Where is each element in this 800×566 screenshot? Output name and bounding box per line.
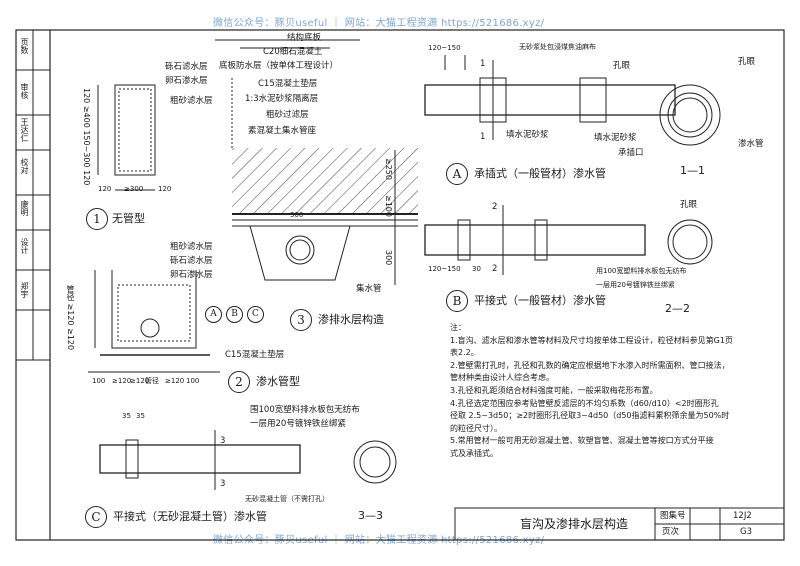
fig1-dim-right: 120 <box>158 185 172 193</box>
fig2-number-circle: 2 <box>228 371 250 393</box>
fig3-dim-4: 300 <box>290 211 304 219</box>
note-line: 5.常用管材一般可用无砂混凝土管、软塑盲管、混凝土管等按口方式分平接 <box>450 436 714 446</box>
figB-label-hole: 孔眼 <box>680 200 698 210</box>
fig2-dim-2: ≥120 <box>112 377 132 385</box>
fig2-ref-a: A <box>205 306 222 323</box>
figA-letter-circle: A <box>446 163 468 185</box>
fig3-label-collector-pipe: 集水管 <box>356 284 382 294</box>
fig1-dims-vertical: 120 ≥400 150~300 120 <box>82 88 91 186</box>
side-label-design: 设计 <box>20 238 29 254</box>
fig2-dim-4: 管径 <box>145 377 159 385</box>
side-label-checker-name: 康明 <box>20 200 29 216</box>
figC-dim-2: 35 <box>136 412 145 420</box>
figA-label-hole-2: 孔眼 <box>738 57 756 67</box>
fig1-dim-mid: ≥300 <box>124 185 144 193</box>
figA-label-hole-1: 孔眼 <box>613 61 631 71</box>
note-line: 2.管壁需打孔时，孔径和孔数的确定应根据地下水渗入时所需面积、管口接法， <box>450 360 730 370</box>
fig3-label-mortar: 1:3水泥砂浆隔离层 <box>245 94 319 104</box>
figA-label-mortar-1: 填水泥砂浆 <box>506 130 549 140</box>
fig2-dim-6: 100 <box>186 377 200 385</box>
figB-section-mark-top: 2 <box>492 202 498 212</box>
fig2-dim-3: ≥120 <box>130 377 150 385</box>
fig3-label-c20: C20细石混凝土 <box>263 47 323 57</box>
note-line: 的粒径尺寸）。 <box>450 423 502 433</box>
title-block-atlas-value: 12J2 <box>733 511 752 521</box>
fig2-caption: 渗水管型 <box>256 375 300 388</box>
side-label-check: 校对 <box>20 158 29 174</box>
fig2-dim-5: ≥120 <box>165 377 185 385</box>
fig2-label-gravel: 砾石滤水层 <box>170 256 213 266</box>
figB-section-mark-bottom: 2 <box>492 264 498 274</box>
fig3-label-c15: C15混凝土垫层 <box>258 79 318 89</box>
fig2-label-concrete-cushion: C15混凝土垫层 <box>225 350 285 360</box>
figA-section-mark-top: 1 <box>480 59 486 69</box>
note-line: 式及承插式。 <box>450 448 498 458</box>
figA-label-jute: 无砂浆处包浸煤焦油麻布 <box>519 43 596 51</box>
notes-block: 注： 1.盲沟、滤水层和渗水管等材料及尺寸均按单体工程设计，粒径材料参见第G1页… <box>450 322 780 461</box>
fig2-dims-vertical: 管径 ≥120 ≥120 <box>66 285 75 351</box>
figA-dim-spacing: 120~150 <box>428 44 461 52</box>
figC-dim-1: 35 <box>122 412 131 420</box>
fig1-label-coarse-sand: 粗砂滤水层 <box>170 96 213 106</box>
figC-label-pipe: 无砂混凝土管（不需打孔） <box>245 495 329 503</box>
title-block-title: 盲沟及渗排水层构造 <box>520 517 629 531</box>
fig3-label-slab: 结构底板 <box>287 33 322 43</box>
note-line: 管材种类由设计人综合考虑。 <box>450 373 554 383</box>
watermark-top: 微信公众号：豚贝useful ｜ 网站：大猫工程资源 https://52168… <box>213 18 545 29</box>
side-label-pages: 页数 <box>20 38 29 54</box>
fig2-ref-c: C <box>247 306 264 323</box>
figC-letter-circle: C <box>85 506 107 528</box>
figA-label-socket: 承插口 <box>618 148 644 158</box>
title-block-page-value: G3 <box>740 527 752 537</box>
figC-caption: 平接式（无砂混凝土管）渗水管 <box>113 510 267 523</box>
figA-label-mortar-2: 填水泥砂浆 <box>594 133 637 143</box>
figC-label-wire: 一层用20号镀锌铁丝绑紧 <box>250 419 346 429</box>
fig1-caption: 无管型 <box>112 212 145 225</box>
fig1-label-pebble-layer: 卵石渗水层 <box>165 76 208 86</box>
fig1-dim-left: 120 <box>98 185 112 193</box>
fig2-dim-1: 100 <box>92 377 106 385</box>
fig3-dim-3: 300 <box>384 250 393 266</box>
fig3-caption: 渗排水层构造 <box>318 313 384 326</box>
fig2-label-coarse-sand: 粗砂滤水层 <box>170 242 213 252</box>
note-line: 3.孔径和孔距须结合材料强度可能，一般采取梅花形布置。 <box>450 385 658 395</box>
figB-dim-30: 30 <box>472 265 481 273</box>
note-line: 表2.2。 <box>450 348 479 358</box>
note-line: 1.盲沟、滤水层和渗水管等材料及尺寸均按单体工程设计，粒径材料参见第G1页 <box>450 335 733 345</box>
note-line: 4.孔径选定范围应参考贴管壁反滤层的不均匀系数（d60/d10）<2时圈形孔 <box>450 398 719 408</box>
figA-section-label: 1—1 <box>680 164 705 177</box>
fig2-label-pebble: 卵石渗水层 <box>170 270 213 280</box>
fig3-number-circle: 3 <box>290 309 312 331</box>
side-label-review: 审核 <box>20 83 29 99</box>
side-label-reviewer-name: 王达仁 <box>20 118 29 142</box>
fig3-label-pipe-seat: 素混凝土集水管座 <box>248 126 317 136</box>
figC-section-mark-top: 3 <box>220 436 226 446</box>
fig3-label-waterproof: 底板防水层（按单体工程设计） <box>219 61 339 71</box>
figB-label-wire: 一层用20号镀锌铁丝绑紧 <box>596 281 675 289</box>
figC-section-label: 3—3 <box>358 509 383 522</box>
fig1-label-gravel-filter: 砾石滤水层 <box>165 62 208 72</box>
fig1-number-circle: 1 <box>86 208 108 230</box>
note-line: 径取 2.5~3d50；≥2时圈形孔径取3~4d50（d50指滤料累积筛余量为5… <box>450 411 730 421</box>
fig3-label-sand: 粗砂过滤层 <box>266 110 309 120</box>
figB-dim-spacing: 120~150 <box>428 265 461 273</box>
figB-caption: 平接式（一般管材）渗水管 <box>474 294 606 307</box>
title-block-page-label: 页次 <box>662 527 680 537</box>
figC-section-mark-bottom: 3 <box>220 479 226 489</box>
fig2-ref-b: B <box>226 306 243 323</box>
figC-label-wrap: 围100宽塑料排水板包无纺布 <box>250 405 360 415</box>
figB-label-wrap: 用100宽塑料排水板包无纺布 <box>596 267 687 275</box>
figB-section-label: 2—2 <box>665 302 690 315</box>
figA-caption: 承插式（一般管材）渗水管 <box>474 167 606 180</box>
notes-title: 注： <box>450 323 466 332</box>
title-block-atlas-label: 图集号 <box>660 511 686 521</box>
side-label-designer-name: 郑宇 <box>20 282 29 298</box>
fig3-dim-1: ≥250 <box>384 158 393 180</box>
fig3-dim-2: ≥100 <box>384 195 393 217</box>
figA-section-mark-bottom: 1 <box>480 132 486 142</box>
figA-label-seep-pipe: 渗水管 <box>738 139 764 149</box>
figB-letter-circle: B <box>446 290 468 312</box>
